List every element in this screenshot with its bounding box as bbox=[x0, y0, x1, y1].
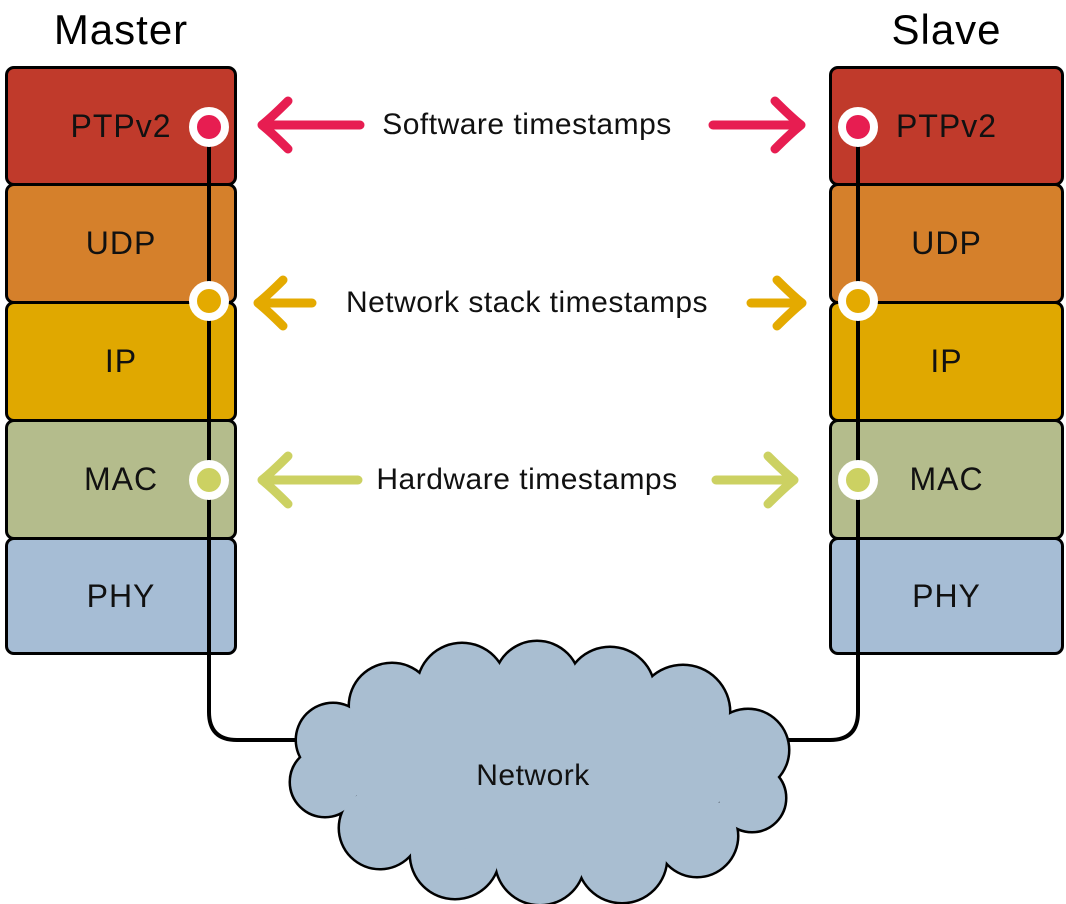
master-network-connector-line bbox=[207, 127, 330, 742]
software-timestamp-arrows bbox=[257, 96, 806, 154]
hardware-timestamp-arrows bbox=[257, 451, 799, 509]
slave-title: Slave bbox=[891, 6, 1002, 53]
hardware-timestamp-dot-slave bbox=[838, 460, 878, 500]
layer-box-ip-slave: IP bbox=[829, 301, 1064, 422]
hardware-timestamp-dots bbox=[189, 460, 878, 500]
annotation-label-hardware: Hardware timestamps bbox=[376, 463, 678, 496]
layer-box-phy-slave: PHY bbox=[829, 537, 1064, 655]
layer-label-ptpv2-slave: PTPv2 bbox=[895, 107, 998, 144]
network-stack-timestamp-dot-master bbox=[189, 281, 229, 321]
network-cloud-body bbox=[291, 642, 788, 904]
network-cloud-label: Network bbox=[476, 759, 590, 792]
network-stack-timestamp-arrows bbox=[253, 275, 807, 331]
layer-box-phy-master: PHY bbox=[5, 537, 237, 655]
network-stack-timestamp-dots bbox=[189, 281, 878, 321]
software-right-arrow bbox=[708, 96, 806, 154]
layer-label-ip-master: IP bbox=[104, 343, 138, 379]
layer-label-phy-slave: PHY bbox=[912, 577, 981, 614]
layer-box-ip-master: IP bbox=[5, 301, 237, 422]
master-title: Master bbox=[53, 6, 189, 53]
network-stack-right-arrow bbox=[746, 275, 807, 331]
network-stack-left-arrow bbox=[253, 275, 317, 331]
layer-label-udp-slave: UDP bbox=[911, 225, 982, 261]
layer-label-ip-slave: IP bbox=[930, 343, 963, 379]
annotation-label-software: Software timestamps bbox=[382, 108, 672, 141]
network-connectors bbox=[207, 127, 860, 742]
software-timestamp-dot-slave bbox=[838, 107, 878, 147]
layer-label-phy-master: PHY bbox=[86, 577, 156, 614]
layer-label-mac-slave: MAC bbox=[909, 461, 984, 497]
software-left-arrow bbox=[257, 96, 365, 154]
hardware-right-arrow bbox=[711, 451, 799, 509]
layer-label-ptpv2-master: PTPv2 bbox=[70, 107, 172, 144]
hardware-left-arrow bbox=[257, 451, 363, 509]
software-timestamp-dots bbox=[189, 107, 878, 147]
layer-label-udp-master: UDP bbox=[85, 225, 157, 261]
annotation-label-network-stack: Network stack timestamps bbox=[345, 286, 709, 319]
network-stack-timestamp-dot-slave bbox=[838, 281, 878, 321]
slave-network-connector-line bbox=[740, 127, 860, 742]
software-timestamp-dot-master bbox=[189, 107, 229, 147]
hardware-timestamp-dot-master bbox=[189, 460, 229, 500]
layer-label-mac-master: MAC bbox=[83, 461, 159, 497]
